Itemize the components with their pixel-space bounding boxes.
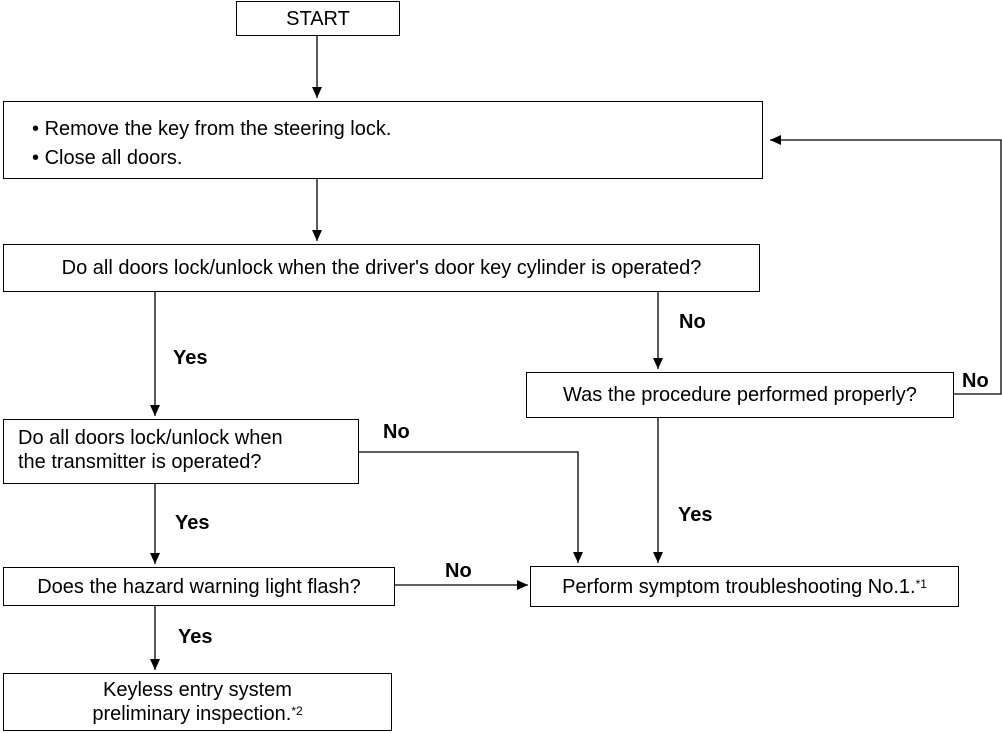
- question-transmitter-line2: the transmitter is operated?: [18, 451, 262, 473]
- label-yes-transmitter: Yes: [175, 512, 210, 534]
- result-symptom-troubleshooting: Perform symptom troubleshooting No.1.*1: [530, 566, 959, 607]
- start-node: START: [236, 1, 400, 36]
- footnote-2: *2: [291, 704, 303, 718]
- start-label: START: [286, 7, 350, 30]
- result-keyless-line2: preliminary inspection.*2: [92, 703, 303, 725]
- arrow-procedure-no-loop: [770, 135, 1002, 395]
- label-yes-procedure: Yes: [678, 504, 713, 526]
- question-transmitter: Do all doors lock/unlock when the transm…: [3, 419, 359, 484]
- question-hazard: Does the hazard warning light flash?: [3, 567, 395, 606]
- label-yes-hazard: Yes: [178, 626, 213, 648]
- label-no-q1: No: [679, 311, 706, 333]
- arrow-transmitter-no: [358, 451, 583, 563]
- label-no-hazard: No: [445, 560, 472, 582]
- label-no-transmitter: No: [383, 421, 410, 443]
- footnote-1: *1: [915, 576, 927, 591]
- label-no-procedure: No: [962, 370, 989, 392]
- result-keyless-line1: Keyless entry system: [103, 679, 292, 701]
- result-keyless-entry: Keyless entry system preliminary inspect…: [3, 673, 392, 731]
- question-procedure: Was the procedure performed properly?: [526, 372, 954, 418]
- prep-step-box: • Remove the key from the steering lock.…: [3, 101, 763, 179]
- result-symptom-text: Perform symptom troubleshooting No.1.*1: [562, 575, 927, 598]
- question-key-cylinder-text: Do all doors lock/unlock when the driver…: [61, 257, 702, 279]
- prep-step-2: • Close all doors.: [32, 147, 183, 169]
- prep-step-1: • Remove the key from the steering lock.: [32, 118, 392, 140]
- label-yes-q1: Yes: [173, 347, 208, 369]
- question-procedure-text: Was the procedure performed properly?: [563, 384, 917, 406]
- question-transmitter-line1: Do all doors lock/unlock when: [18, 427, 283, 449]
- question-key-cylinder: Do all doors lock/unlock when the driver…: [3, 244, 760, 292]
- question-hazard-text: Does the hazard warning light flash?: [37, 575, 361, 598]
